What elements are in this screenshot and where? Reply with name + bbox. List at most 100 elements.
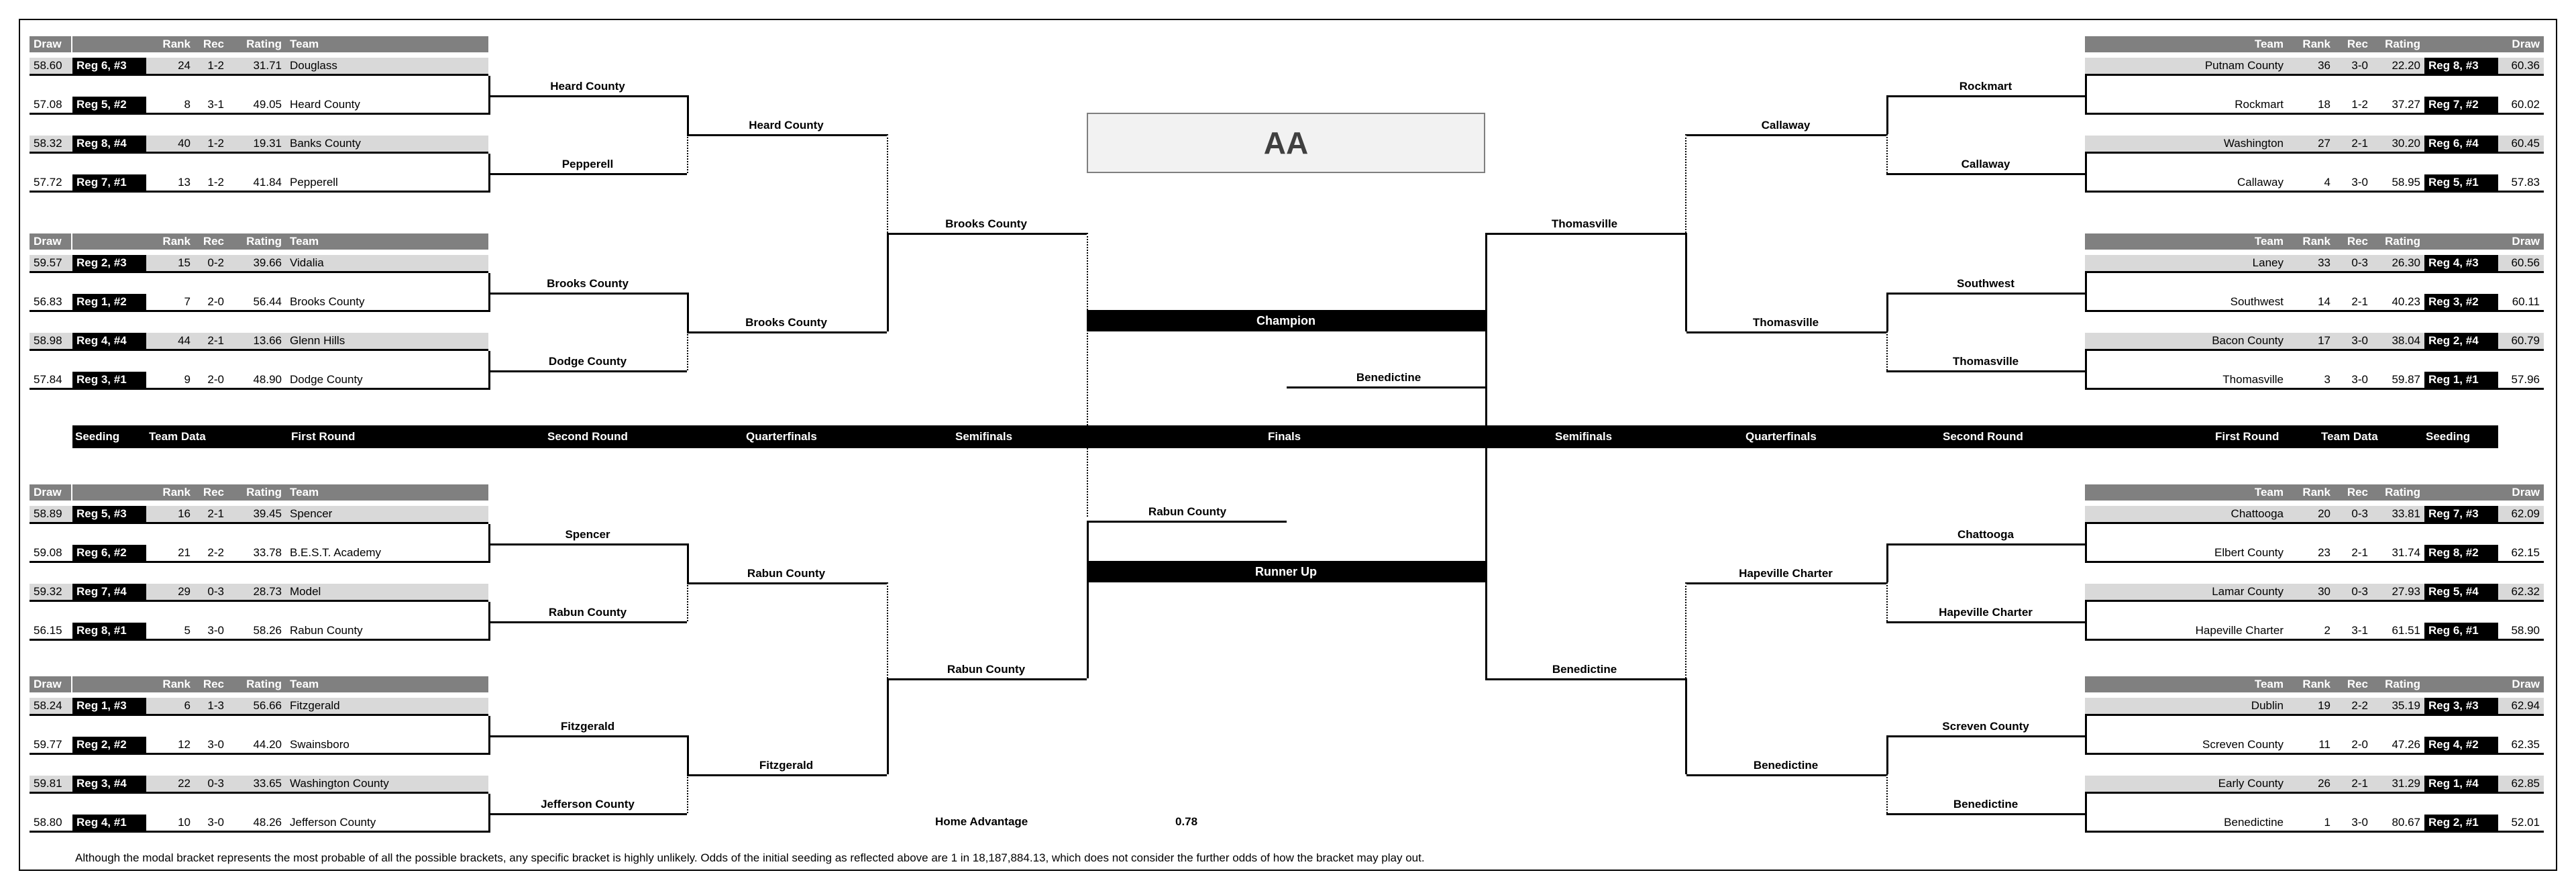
left-team-record: 1-3 xyxy=(207,699,224,712)
left-team-row-swainsboro[interactable] xyxy=(30,737,488,755)
left-team-seed: Reg 5, #3 xyxy=(72,506,146,524)
left-group-3-header-rank: Rank xyxy=(146,484,195,501)
left-bracket-connector xyxy=(488,293,490,312)
right-quarterfinals-winner-benedictine: Benedictine xyxy=(1753,759,1819,772)
right-team-row-elbert-county[interactable] xyxy=(2085,545,2544,563)
left-team-record: 1-2 xyxy=(207,137,224,150)
right-bracket-connector xyxy=(2085,524,2087,543)
left-team-draw: 57.84 xyxy=(34,373,62,386)
champion-line xyxy=(1287,386,1487,388)
left-group-3-header-seed xyxy=(72,484,146,501)
right-team-record: 2-0 xyxy=(2351,738,2368,751)
right-team-row-callaway[interactable] xyxy=(2085,174,2544,193)
left-bracket-connector xyxy=(488,716,490,735)
right-group-4-header-rec: Rec xyxy=(2334,676,2372,692)
right-team-row-thomasville[interactable] xyxy=(2085,372,2544,390)
right-team-seed: Reg 7, #3 xyxy=(2424,506,2498,524)
left-second-round-line xyxy=(488,370,687,372)
left-team-rating: 58.26 xyxy=(253,624,282,637)
left-team-rating: 48.26 xyxy=(253,816,282,829)
right-team-draw: 62.35 xyxy=(2511,738,2540,751)
right-team-draw: 52.01 xyxy=(2511,816,2540,829)
right-team-seed: Reg 5, #1 xyxy=(2424,174,2498,193)
right-team-record: 3-0 xyxy=(2351,334,2368,347)
left-bracket-connector xyxy=(488,543,490,563)
left-team-row-rabun-county[interactable] xyxy=(30,623,488,641)
right-team-seed: Reg 2, #4 xyxy=(2424,333,2498,351)
left-group-3-header-team: Team xyxy=(286,484,488,501)
round-label-right-seeding: Seeding xyxy=(2426,430,2471,443)
right-group-3-header-team: Team xyxy=(2085,484,2288,501)
left-team-rating: 31.71 xyxy=(253,59,282,72)
right-bracket-connector xyxy=(1685,678,1687,774)
right-bracket-connector xyxy=(2085,602,2087,621)
round-label-right-second-round: Second Round xyxy=(1943,430,2023,443)
left-semifinals-winner-rabun-county: Rabun County xyxy=(947,663,1026,676)
left-team-row-b-e-s-t-academy[interactable] xyxy=(30,545,488,563)
right-group-4-header-rank: Rank xyxy=(2288,676,2334,692)
right-team-record: 1-2 xyxy=(2351,98,2368,111)
right-team-draw: 58.90 xyxy=(2511,624,2540,637)
right-team-row-benedictine[interactable] xyxy=(2085,815,2544,833)
left-team-name: Rabun County xyxy=(290,624,363,637)
right-bracket-connector xyxy=(2085,173,2087,193)
left-team-record: 0-3 xyxy=(207,585,224,598)
left-team-row-heard-county[interactable] xyxy=(30,97,488,115)
left-group-3-header-rec: Rec xyxy=(195,484,228,501)
left-team-seed: Reg 8, #4 xyxy=(72,136,146,154)
right-team-rank: 4 xyxy=(2324,176,2330,189)
left-team-name: Heard County xyxy=(290,98,360,111)
left-team-seed: Reg 1, #2 xyxy=(72,294,146,312)
left-group-1-header-team: Team xyxy=(286,36,488,52)
left-bracket-connector xyxy=(488,621,490,641)
left-team-rank: 40 xyxy=(178,137,191,150)
right-team-name: Rockmart xyxy=(2235,98,2284,111)
round-label-left-seeding: Seeding xyxy=(75,430,120,443)
right-team-record: 0-3 xyxy=(2351,585,2368,598)
left-bracket-connector xyxy=(488,524,490,543)
left-team-rating: 33.78 xyxy=(253,546,282,559)
right-team-rank: 18 xyxy=(2318,98,2330,111)
right-team-rank: 11 xyxy=(2318,738,2330,751)
left-team-rank: 16 xyxy=(178,507,191,520)
right-team-name: Bacon County xyxy=(2212,334,2284,347)
left-team-rating: 13.66 xyxy=(253,334,282,347)
right-team-record: 0-3 xyxy=(2351,507,2368,520)
left-bracket-connector xyxy=(488,813,490,833)
left-team-row-pepperell[interactable] xyxy=(30,174,488,193)
left-team-name: Banks County xyxy=(290,137,361,150)
right-team-rating: 27.93 xyxy=(2392,585,2420,598)
left-team-draw: 58.98 xyxy=(34,334,62,347)
right-team-row-screven-county[interactable] xyxy=(2085,737,2544,755)
right-group-2-header-seed xyxy=(2424,233,2498,250)
left-team-row-jefferson-county[interactable] xyxy=(30,815,488,833)
left-team-name: Model xyxy=(290,585,321,598)
right-team-seed: Reg 7, #2 xyxy=(2424,97,2498,115)
right-group-4-header-draw: Draw xyxy=(2498,676,2544,692)
left-team-seed: Reg 6, #3 xyxy=(72,58,146,76)
left-group-2-header-rec: Rec xyxy=(195,233,228,250)
left-team-rating: 28.73 xyxy=(253,585,282,598)
right-team-row-rockmart[interactable] xyxy=(2085,97,2544,115)
right-team-record: 3-0 xyxy=(2351,816,2368,829)
right-team-name: Lamar County xyxy=(2212,585,2284,598)
right-team-record: 3-0 xyxy=(2351,373,2368,386)
left-team-row-brooks-county[interactable] xyxy=(30,294,488,312)
right-quarterfinal-line xyxy=(1686,134,1886,136)
left-team-row-dodge-county[interactable] xyxy=(30,372,488,390)
left-team-draw: 59.81 xyxy=(34,777,62,790)
right-bracket-connector xyxy=(1685,134,1686,233)
left-team-record: 2-1 xyxy=(207,507,224,520)
left-team-rank: 5 xyxy=(184,624,191,637)
right-team-draw: 60.02 xyxy=(2511,98,2540,111)
right-team-row-southwest[interactable] xyxy=(2085,294,2544,312)
right-team-row-hapeville-charter[interactable] xyxy=(2085,623,2544,641)
right-team-draw: 60.56 xyxy=(2511,256,2540,269)
left-team-name: Brooks County xyxy=(290,295,365,308)
left-team-seed: Reg 3, #4 xyxy=(72,776,146,794)
left-team-rating: 49.05 xyxy=(253,98,282,111)
left-team-draw: 58.60 xyxy=(34,59,62,72)
right-team-rating: 40.23 xyxy=(2392,295,2420,308)
left-group-3-header-draw: Draw xyxy=(30,484,71,501)
